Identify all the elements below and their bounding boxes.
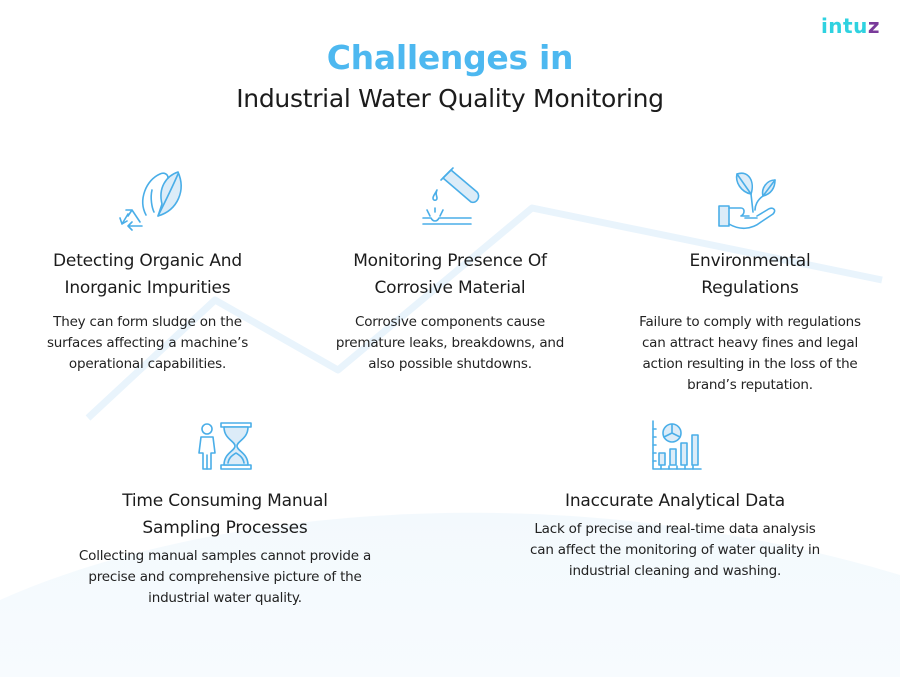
card-desc-line: can attract heavy fines and legal bbox=[641, 335, 859, 351]
challenge-card-inaccurate-data: Inaccurate Analytical Data Lack of preci… bbox=[495, 415, 855, 582]
page-subtitle: Industrial Water Quality Monitoring bbox=[236, 84, 664, 113]
card-desc-line: Failure to comply with regulations bbox=[639, 314, 861, 330]
card-title-line1: Inaccurate Analytical Data bbox=[565, 491, 785, 511]
card-title-line1: Monitoring Presence Of bbox=[353, 251, 547, 271]
challenge-card-corrosive-material: Monitoring Presence Of Corrosive Material… bbox=[322, 160, 578, 375]
card-title-line2: Inorganic Impurities bbox=[64, 278, 231, 298]
card-desc-line: Corrosive components cause bbox=[355, 314, 545, 330]
card-desc-line: Collecting manual samples cannot provide… bbox=[78, 548, 372, 564]
test-tube-drip-icon bbox=[422, 167, 480, 225]
page-title: Challenges in bbox=[326, 38, 574, 77]
leaf-recycle-icon bbox=[118, 171, 182, 231]
card-title-line1: Time Consuming Manual bbox=[122, 491, 328, 511]
card-title-line1: Detecting Organic And bbox=[53, 251, 242, 271]
card-desc-line: premature leaks, breakdowns, and bbox=[335, 335, 565, 351]
card-desc-line: They can form sludge on the bbox=[53, 314, 242, 330]
card-desc-line: surfaces affecting a machine’s bbox=[46, 335, 249, 351]
card-title-line2: Sampling Processes bbox=[142, 518, 308, 538]
card-desc-line: action resulting in the loss of the bbox=[642, 356, 858, 372]
card-desc-line: industrial cleaning and washing. bbox=[568, 563, 782, 579]
logo-accent: z bbox=[867, 14, 880, 38]
logo-text: intu bbox=[820, 14, 868, 38]
analytics-chart-icon bbox=[652, 420, 702, 470]
card-desc-line: also possible shutdowns. bbox=[368, 356, 532, 372]
card-desc-line: Lack of precise and real-time data analy… bbox=[534, 521, 816, 537]
card-title-line1: Environmental bbox=[689, 251, 811, 271]
card-title-line2: Regulations bbox=[701, 278, 799, 298]
card-desc-line: can affect the monitoring of water quali… bbox=[530, 542, 820, 558]
hand-plant-icon bbox=[718, 172, 776, 230]
person-hourglass-icon bbox=[198, 422, 252, 470]
card-title-line2: Corrosive Material bbox=[374, 278, 526, 298]
card-desc-line: industrial water quality. bbox=[148, 590, 302, 606]
card-desc-line: brand’s reputation. bbox=[687, 377, 813, 393]
card-desc-line: operational capabilities. bbox=[68, 356, 227, 372]
intuz-logo: intuz bbox=[821, 14, 880, 38]
card-desc-line: precise and comprehensive picture of the bbox=[88, 569, 362, 585]
